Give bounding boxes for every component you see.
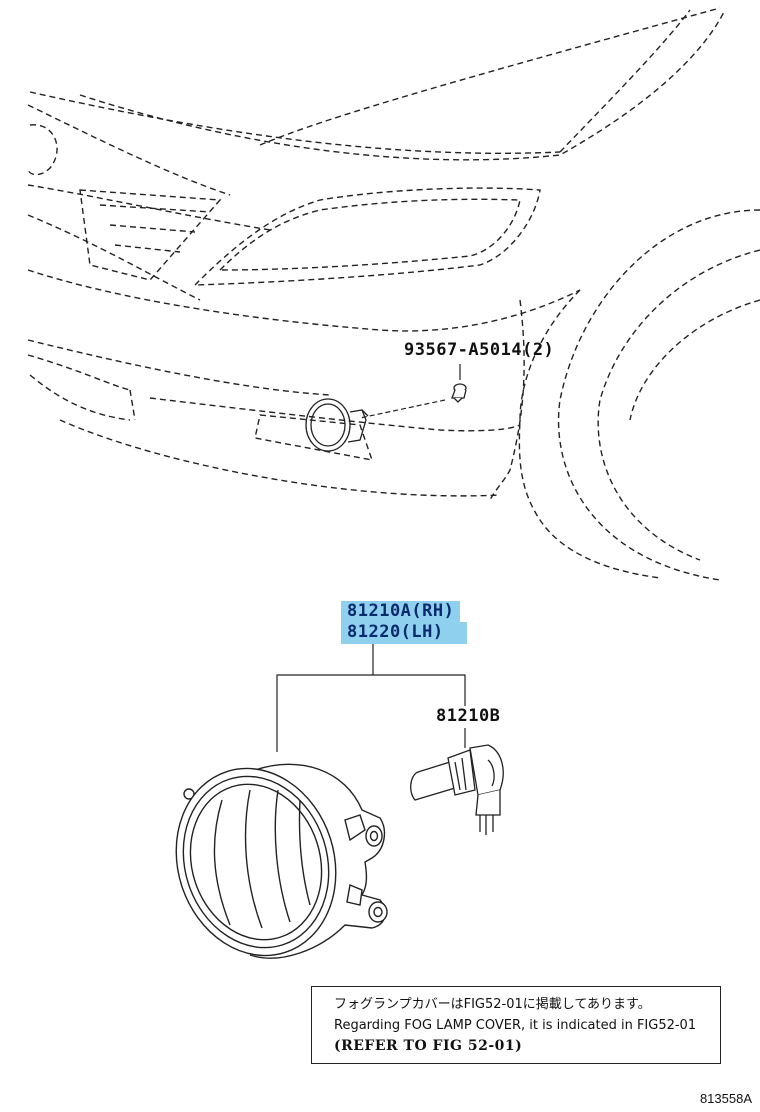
note-japanese: フォグランプカバーはFIG52-01に掲載してあります。	[334, 997, 651, 1012]
callout-fog-lamp-lh[interactable]: 81220(LH)	[341, 622, 467, 644]
callout-clip: 93567-A5014(2)	[404, 340, 555, 360]
car-front-outline	[27, 7, 760, 581]
callout-bulb: 81210B	[436, 706, 501, 726]
fog-lamp-in-bumper	[305, 398, 369, 452]
leader-lines	[276, 364, 466, 752]
note-reference: (REFER TO FIG 52-01)	[334, 1038, 523, 1054]
fog-lamp-assembly	[175, 763, 388, 959]
clip-part	[451, 383, 467, 403]
callout-fog-lamp-rh[interactable]: 81210A(RH)	[341, 601, 461, 623]
figure-number: 813558A	[699, 1091, 752, 1106]
note-english: Regarding FOG LAMP COVER, it is indicate…	[334, 1018, 697, 1033]
note-box: フォグランプカバーはFIG52-01に掲載してあります。 Regarding F…	[311, 986, 721, 1064]
bulb-part	[410, 744, 504, 835]
